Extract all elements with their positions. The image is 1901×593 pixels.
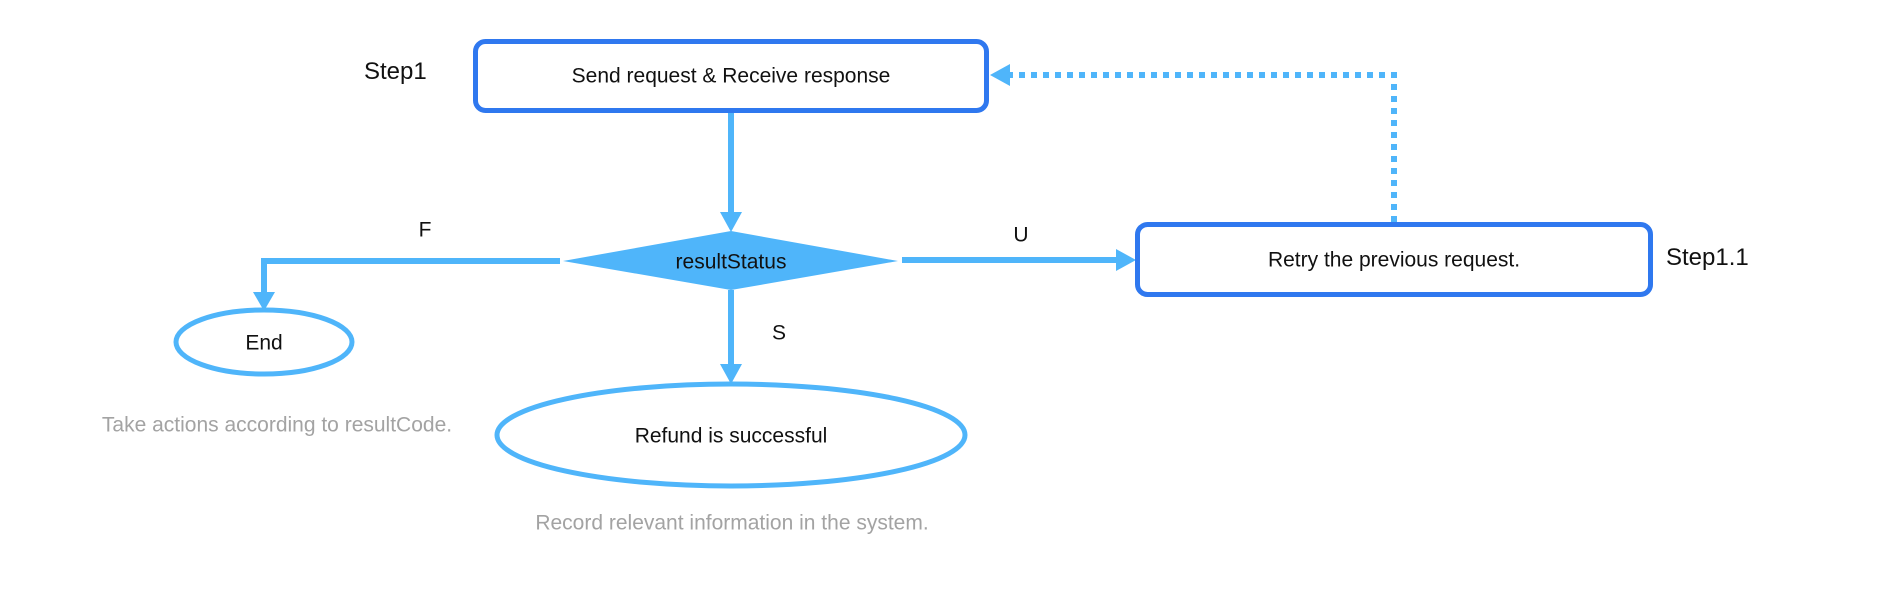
step1-text: Send request & Receive response xyxy=(571,64,891,88)
end-text: End xyxy=(245,331,283,355)
arrowhead-icon xyxy=(720,212,742,232)
edge-retry-to-step1 xyxy=(990,64,1397,222)
success-caption: Record relevant information in the syste… xyxy=(535,511,929,535)
refund-success-text: Refund is successful xyxy=(634,424,828,448)
step1-1-label: Step1.1 xyxy=(1666,244,1749,271)
edge-label-u: U xyxy=(1013,223,1029,247)
arrowhead-icon xyxy=(990,64,1010,86)
refund-success-terminal xyxy=(494,381,968,489)
result-status-text: resultStatus xyxy=(675,250,787,274)
retry-text: Retry the previous request. xyxy=(1267,248,1521,272)
retry-process-box xyxy=(1135,222,1653,297)
step1-process-box xyxy=(473,39,989,113)
arrowhead-icon xyxy=(253,292,275,311)
edge-step1-to-decision xyxy=(720,112,742,232)
edge-decision-to-retry xyxy=(902,249,1136,271)
end-caption: Take actions according to resultCode. xyxy=(101,413,453,437)
result-status-decision xyxy=(563,231,898,290)
edge-label-f: F xyxy=(418,218,432,242)
end-terminal xyxy=(173,307,355,377)
edge-label-s: S xyxy=(771,321,787,345)
arrowhead-icon xyxy=(720,364,742,384)
edge-decision-to-success xyxy=(720,290,742,384)
edge-decision-to-end xyxy=(253,258,560,311)
arrowhead-icon xyxy=(1116,249,1136,271)
step1-label: Step1 xyxy=(364,58,427,85)
